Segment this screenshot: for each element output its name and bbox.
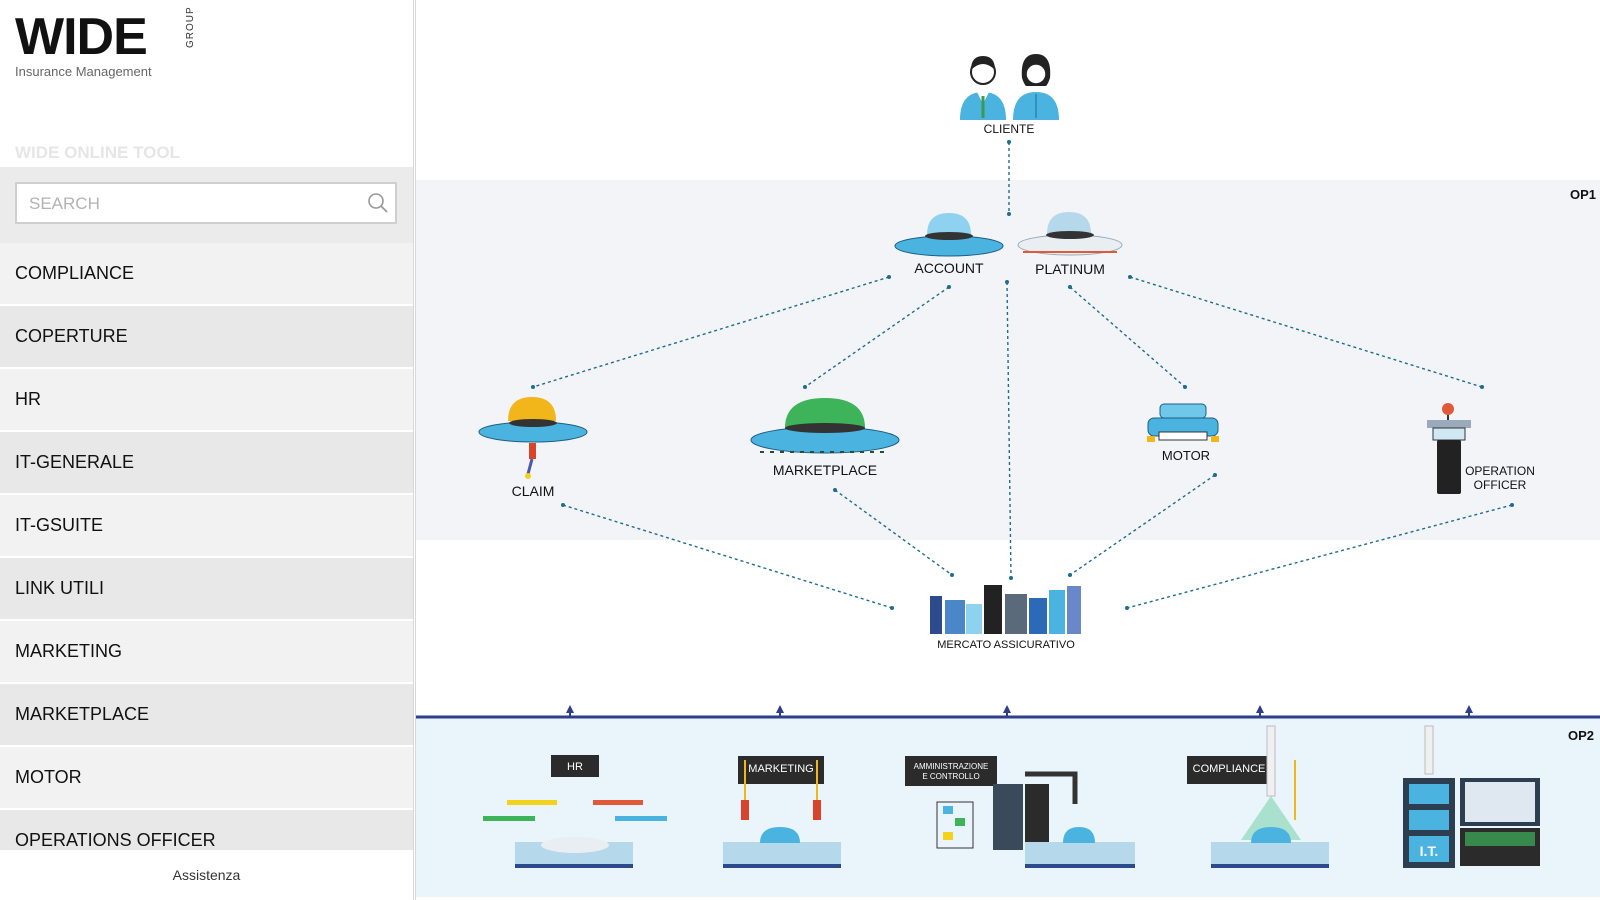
connector-lines — [532, 142, 1513, 609]
menu-item-link-utili[interactable]: LINK UTILI — [0, 558, 413, 621]
search-box[interactable] — [15, 182, 397, 224]
menu-item-marketing[interactable]: MARKETING — [0, 621, 413, 684]
operation-officer-node[interactable]: OPERATION OFFICER — [1427, 403, 1535, 494]
platinum-label: PLATINUM — [1035, 261, 1105, 277]
operation-officer-label-1: OPERATION — [1465, 464, 1535, 478]
dept-amministrazione[interactable]: AMMINISTRAZIONE E CONTROLLO — [905, 756, 1135, 868]
connector-dots — [531, 140, 1514, 610]
desk-bars-icon — [483, 800, 667, 868]
menu-item-operations-officer[interactable]: OPERATIONS OFFICER — [0, 810, 413, 850]
cliente-node[interactable]: CLIENTE — [960, 54, 1059, 136]
assistenza-link[interactable]: Assistenza — [0, 850, 413, 900]
menu-item-compliance[interactable]: COMPLIANCE — [0, 243, 413, 306]
dept-amm-label-2: E CONTROLLO — [922, 772, 979, 781]
tool-title: WIDE ONLINE TOOL — [15, 143, 180, 162]
dept-marketing-label: MARKETING — [748, 763, 813, 775]
mercato-node[interactable]: MERCATO ASSICURATIVO — [930, 585, 1081, 651]
search-icon[interactable] — [367, 192, 389, 219]
marketplace-node[interactable]: MARKETPLACE — [750, 398, 900, 478]
menu-item-it-generale[interactable]: IT-GENERALE — [0, 432, 413, 495]
divider-arrows — [566, 705, 1473, 717]
claim-node[interactable]: CLAIM — [478, 397, 588, 499]
sidebar: WIDE GROUP Insurance Management WIDE ONL… — [0, 0, 414, 900]
ufo-account-icon — [894, 213, 1004, 257]
menu-item-motor[interactable]: MOTOR — [0, 747, 413, 810]
platinum-node[interactable]: PLATINUM — [1017, 212, 1123, 277]
dept-marketing[interactable]: MARKETING — [723, 756, 841, 868]
dept-hr-label: HR — [567, 761, 583, 773]
dept-compliance-label: COMPLIANCE — [1193, 763, 1266, 775]
mercato-label: MERCATO ASSICURATIVO — [937, 639, 1075, 651]
computers-icon — [1403, 725, 1540, 868]
man-icon — [960, 56, 1006, 120]
logo-group-label: GROUP — [185, 6, 196, 48]
scanner-icon — [1211, 725, 1329, 868]
logo-wordmark: WIDE — [15, 8, 148, 66]
ufo-claim-icon — [478, 397, 588, 479]
menu-item-hr[interactable]: HR — [0, 369, 413, 432]
ufo-platinum-icon — [1017, 212, 1123, 256]
robot-arms-icon — [723, 760, 841, 868]
search-input[interactable] — [27, 185, 351, 223]
servers-shelves-icon — [936, 771, 1135, 868]
dept-amm-label-1: AMMINISTRAZIONE — [914, 762, 989, 771]
op1-label: OP1 — [1570, 187, 1596, 202]
motor-node[interactable]: MOTOR — [1147, 403, 1219, 463]
claim-label: CLAIM — [512, 483, 555, 499]
car-motor-icon — [1147, 403, 1219, 442]
cliente-label: CLIENTE — [984, 122, 1035, 136]
woman-icon — [1013, 54, 1059, 120]
ufo-marketplace-icon — [750, 398, 900, 454]
org-diagram: OP1 OP2 — [415, 0, 1600, 900]
city-buildings-icon — [930, 585, 1081, 634]
sidebar-menu: COMPLIANCE COPERTURE HR IT-GENERALE IT-G… — [0, 243, 413, 850]
account-label: ACCOUNT — [914, 260, 984, 276]
account-node[interactable]: ACCOUNT — [894, 213, 1004, 276]
op1-band — [415, 180, 1600, 540]
main-diagram-area: OP1 OP2 — [415, 0, 1600, 900]
menu-item-marketplace[interactable]: MARKETPLACE — [0, 684, 413, 747]
dept-hr[interactable]: HR — [483, 755, 667, 868]
menu-item-coperture[interactable]: COPERTURE — [0, 306, 413, 369]
dept-it[interactable]: I.T. — [1403, 725, 1540, 868]
marketplace-label: MARKETPLACE — [773, 462, 877, 478]
operation-officer-label-2: OFFICER — [1474, 478, 1527, 492]
control-tower-icon — [1427, 403, 1471, 494]
menu-item-it-gsuite[interactable]: IT-GSUITE — [0, 495, 413, 558]
motor-label: MOTOR — [1162, 448, 1210, 463]
logo-subtitle: Insurance Management — [15, 64, 152, 79]
wide-logo[interactable]: WIDE GROUP Insurance Management — [15, 6, 196, 79]
dept-it-label: I.T. — [1420, 843, 1439, 859]
op2-label: OP2 — [1568, 728, 1594, 743]
search-area — [0, 167, 413, 243]
dept-compliance[interactable]: COMPLIANCE — [1187, 725, 1329, 868]
